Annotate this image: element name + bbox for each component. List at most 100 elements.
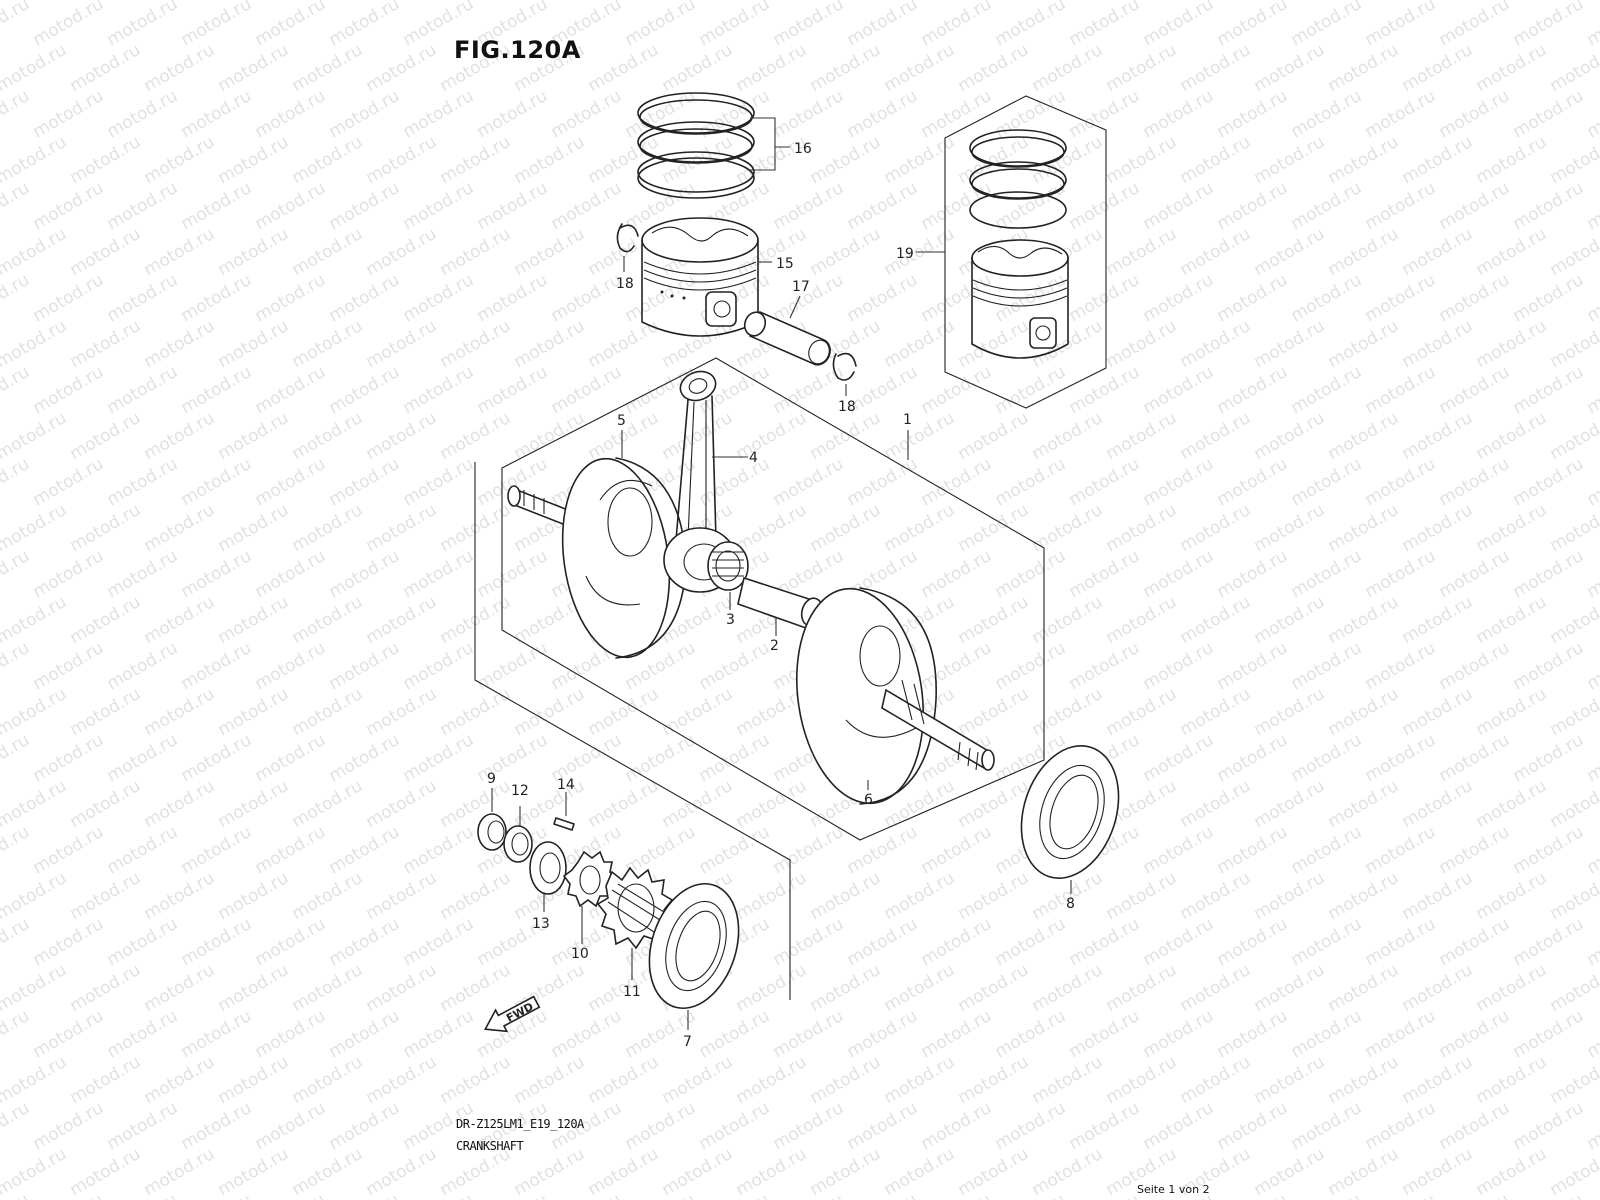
watermark-text: motod.ru — [1177, 592, 1255, 648]
watermark-text: motod.ru — [252, 454, 330, 510]
watermark-text: motod.ru — [770, 86, 848, 142]
watermark-text: motod.ru — [1362, 362, 1440, 418]
watermark-text: motod.ru — [1436, 1098, 1514, 1154]
watermark-text: motod.ru — [659, 592, 737, 648]
watermark-text: motod.ru — [215, 316, 293, 372]
watermark-text: motod.ru — [1436, 1006, 1514, 1062]
watermark-text: motod.ru — [1103, 408, 1181, 464]
watermark-text: motod.ru — [1066, 454, 1144, 510]
primary-drive-gear-11 — [596, 866, 674, 980]
watermark-text: motod.ru — [400, 914, 478, 970]
watermark-text: motod.ru — [104, 914, 182, 970]
watermark-text: motod.ru — [104, 270, 182, 326]
piston-pin-17 — [743, 295, 831, 366]
watermark-text: motod.ru — [363, 500, 441, 556]
watermark-text: motod.ru — [67, 1052, 145, 1108]
watermark-text: motod.ru — [326, 914, 404, 970]
watermark-text: motod.ru — [955, 868, 1033, 924]
watermark-text: motod.ru — [733, 40, 811, 96]
watermark-text: motod.ru — [770, 1006, 848, 1062]
watermark-text: motod.ru — [1288, 638, 1366, 694]
watermark-text: motod.ru — [1473, 132, 1551, 188]
watermark-text: motod.ru — [1029, 408, 1107, 464]
watermark-text: motod.ru — [474, 362, 552, 418]
watermark-text: motod.ru — [918, 1098, 996, 1154]
watermark-text: motod.ru — [178, 914, 256, 970]
watermark-text: motod.ru — [326, 86, 404, 142]
watermark-text: motod.ru — [1029, 592, 1107, 648]
callout-2: 2 — [770, 638, 779, 654]
watermark-text: motod.ru — [659, 684, 737, 740]
watermark-text: motod.ru — [1399, 0, 1477, 4]
watermark-text: motod.ru — [733, 500, 811, 556]
watermark-text: motod.ru — [1436, 454, 1514, 510]
watermark-text: motod.ru — [1103, 684, 1181, 740]
watermark-text: motod.ru — [585, 1144, 663, 1200]
key-14 — [552, 792, 576, 832]
watermark-text: motod.ru — [67, 224, 145, 280]
watermark-text: motod.ru — [0, 500, 70, 556]
watermark-text: motod.ru — [30, 730, 108, 786]
watermark-text: motod.ru — [252, 362, 330, 418]
watermark-text: motod.ru — [1029, 132, 1107, 188]
watermark-text: motod.ru — [1066, 270, 1144, 326]
watermark-text: motod.ru — [1584, 1190, 1600, 1200]
watermark-text: motod.ru — [881, 132, 959, 188]
watermark-text: motod.ru — [1066, 546, 1144, 602]
watermark-text: motod.ru — [1473, 316, 1551, 372]
watermark-text: motod.ru — [844, 0, 922, 50]
watermark-text: motod.ru — [141, 1052, 219, 1108]
watermark-text: motod.ru — [252, 270, 330, 326]
watermark-text: motod.ru — [0, 868, 70, 924]
watermark-text: motod.ru — [0, 132, 70, 188]
callout-9: 9 — [487, 771, 496, 787]
watermark-text: motod.ru — [992, 362, 1070, 418]
watermark-text: motod.ru — [1584, 270, 1600, 326]
watermark-text: motod.ru — [733, 1052, 811, 1108]
watermark-text: motod.ru — [1399, 776, 1477, 832]
watermark-text: motod.ru — [1510, 1006, 1588, 1062]
watermark-text: motod.ru — [1325, 1144, 1403, 1200]
watermark-text: motod.ru — [733, 960, 811, 1016]
watermark-text: motod.ru — [1103, 0, 1181, 4]
watermark-text: motod.ru — [363, 0, 441, 4]
watermark-text: motod.ru — [1029, 1144, 1107, 1200]
watermark-text: motod.ru — [1510, 0, 1588, 50]
watermark-text: motod.ru — [807, 0, 885, 4]
watermark-text: motod.ru — [1140, 822, 1218, 878]
watermark-text: motod.ru — [992, 86, 1070, 142]
watermark-text: motod.ru — [215, 1052, 293, 1108]
watermark-text: motod.ru — [1362, 454, 1440, 510]
watermark-text: motod.ru — [992, 0, 1070, 50]
watermark-text: motod.ru — [363, 40, 441, 96]
watermark-text: motod.ru — [1325, 40, 1403, 96]
watermark-text: motod.ru — [1584, 178, 1600, 234]
watermark-text: motod.ru — [1325, 776, 1403, 832]
watermark-text: motod.ru — [252, 178, 330, 234]
watermark-text: motod.ru — [918, 1190, 996, 1200]
watermark-text: motod.ru — [1103, 868, 1181, 924]
watermark-text: motod.ru — [67, 684, 145, 740]
watermark-text: motod.ru — [141, 500, 219, 556]
watermark-text: motod.ru — [733, 408, 811, 464]
watermark-text: motod.ru — [1584, 730, 1600, 786]
watermark-text: motod.ru — [1177, 500, 1255, 556]
watermark-text: motod.ru — [1251, 132, 1329, 188]
watermark-text: motod.ru — [1436, 178, 1514, 234]
watermark-text: motod.ru — [918, 454, 996, 510]
oil-seal-9 — [477, 788, 507, 851]
watermark-text: motod.ru — [659, 1144, 737, 1200]
watermark-text: motod.ru — [844, 1190, 922, 1200]
watermark-text: motod.ru — [1214, 730, 1292, 786]
watermark-text: motod.ru — [326, 0, 404, 50]
watermark-text: motod.ru — [67, 408, 145, 464]
watermark-text: motod.ru — [1473, 684, 1551, 740]
watermark-text: motod.ru — [0, 316, 70, 372]
watermark-text: motod.ru — [770, 1098, 848, 1154]
watermark-text: motod.ru — [215, 500, 293, 556]
watermark-text: motod.ru — [400, 270, 478, 326]
watermark-text: motod.ru — [1288, 0, 1366, 50]
watermark-text: motod.ru — [363, 960, 441, 1016]
watermark-text: motod.ru — [844, 914, 922, 970]
